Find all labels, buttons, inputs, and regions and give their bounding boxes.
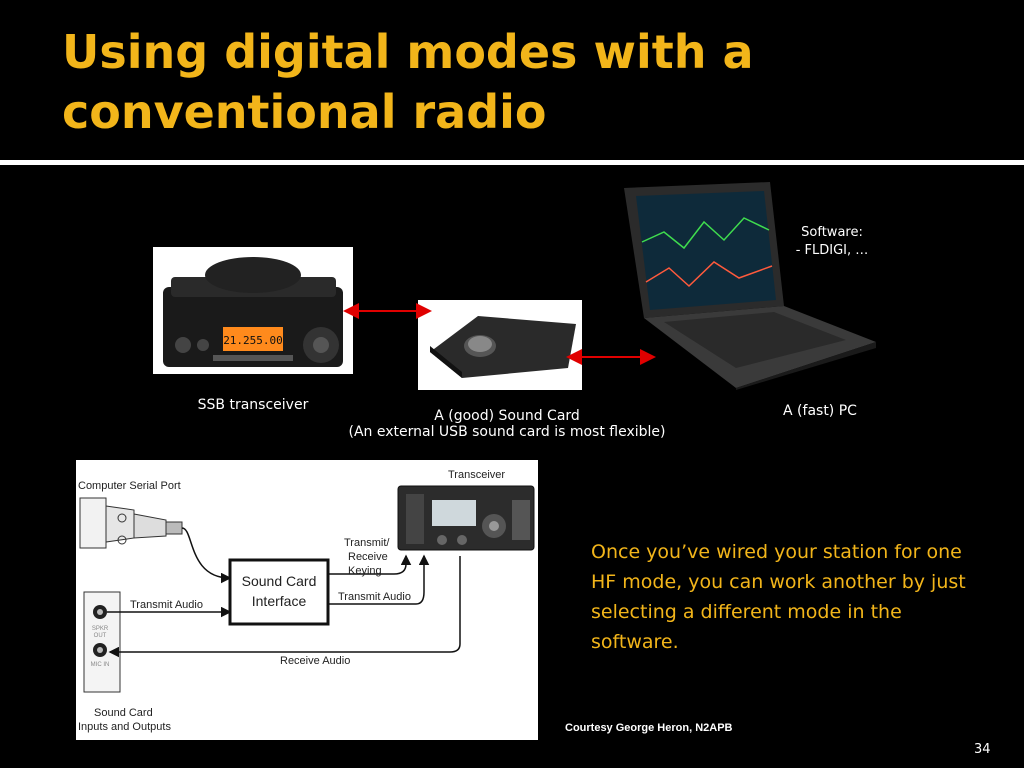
spkr-label-1: SPKR xyxy=(92,626,109,632)
soundcard-caption-line-1: A (good) Sound Card xyxy=(434,408,580,424)
transmit-audio-left-label: Transmit Audio xyxy=(130,599,203,611)
software-note-line-2: - FLDIGI, … xyxy=(795,243,869,258)
spkr-label-2: OUT xyxy=(94,633,107,639)
summary-text: Once you’ve wired your station for one H… xyxy=(591,541,966,653)
transmit-audio-right-label: Transmit Audio xyxy=(338,591,411,603)
sound-card-io-label-2: Inputs and Outputs xyxy=(78,721,171,733)
sound-card-interface-label-2: Interface xyxy=(252,593,307,609)
software-note-line-1: Software: xyxy=(801,225,863,240)
slide-title: Using digital modes with a conventional … xyxy=(62,22,962,142)
title-divider xyxy=(0,160,1024,165)
keying-label-1: Transmit/ xyxy=(344,537,390,549)
transceiver-caption: SSB transceiver xyxy=(197,397,309,413)
radio-display-text: 21.255.00 xyxy=(223,334,283,347)
soundcard-caption-line-2: (An external USB sound card is most flex… xyxy=(348,424,666,440)
keying-label-2: Receive xyxy=(348,551,388,563)
software-note: Software: - FLDIGI, … xyxy=(782,224,882,260)
laptop-photo xyxy=(624,182,876,390)
wiring-diagram: Computer Serial Port Transceiver Sound C… xyxy=(76,460,538,740)
connection-arrows xyxy=(343,303,656,365)
soundcard-caption: A (good) Sound Card (An external USB sou… xyxy=(330,408,684,440)
transceiver-label: Transceiver xyxy=(448,469,505,481)
credit-text: Courtesy George Heron, N2APB xyxy=(565,722,733,734)
mic-in-label: MIC IN xyxy=(91,662,110,668)
sound-card-io-label-1: Sound Card xyxy=(94,707,153,719)
receive-audio-label: Receive Audio xyxy=(280,655,350,667)
page-number: 34 xyxy=(974,742,991,757)
sound-card-photo xyxy=(418,300,582,390)
pc-caption: A (fast) PC xyxy=(783,403,857,419)
transceiver-photo: 21.255.00 xyxy=(153,247,353,374)
sound-card-interface-label-1: Sound Card xyxy=(242,573,317,589)
slide-title-line-1: Using digital modes with a xyxy=(62,25,754,79)
keying-label-3: Keying xyxy=(348,565,382,577)
computer-serial-port-label: Computer Serial Port xyxy=(78,480,181,492)
slide-title-line-2: conventional radio xyxy=(62,85,547,139)
